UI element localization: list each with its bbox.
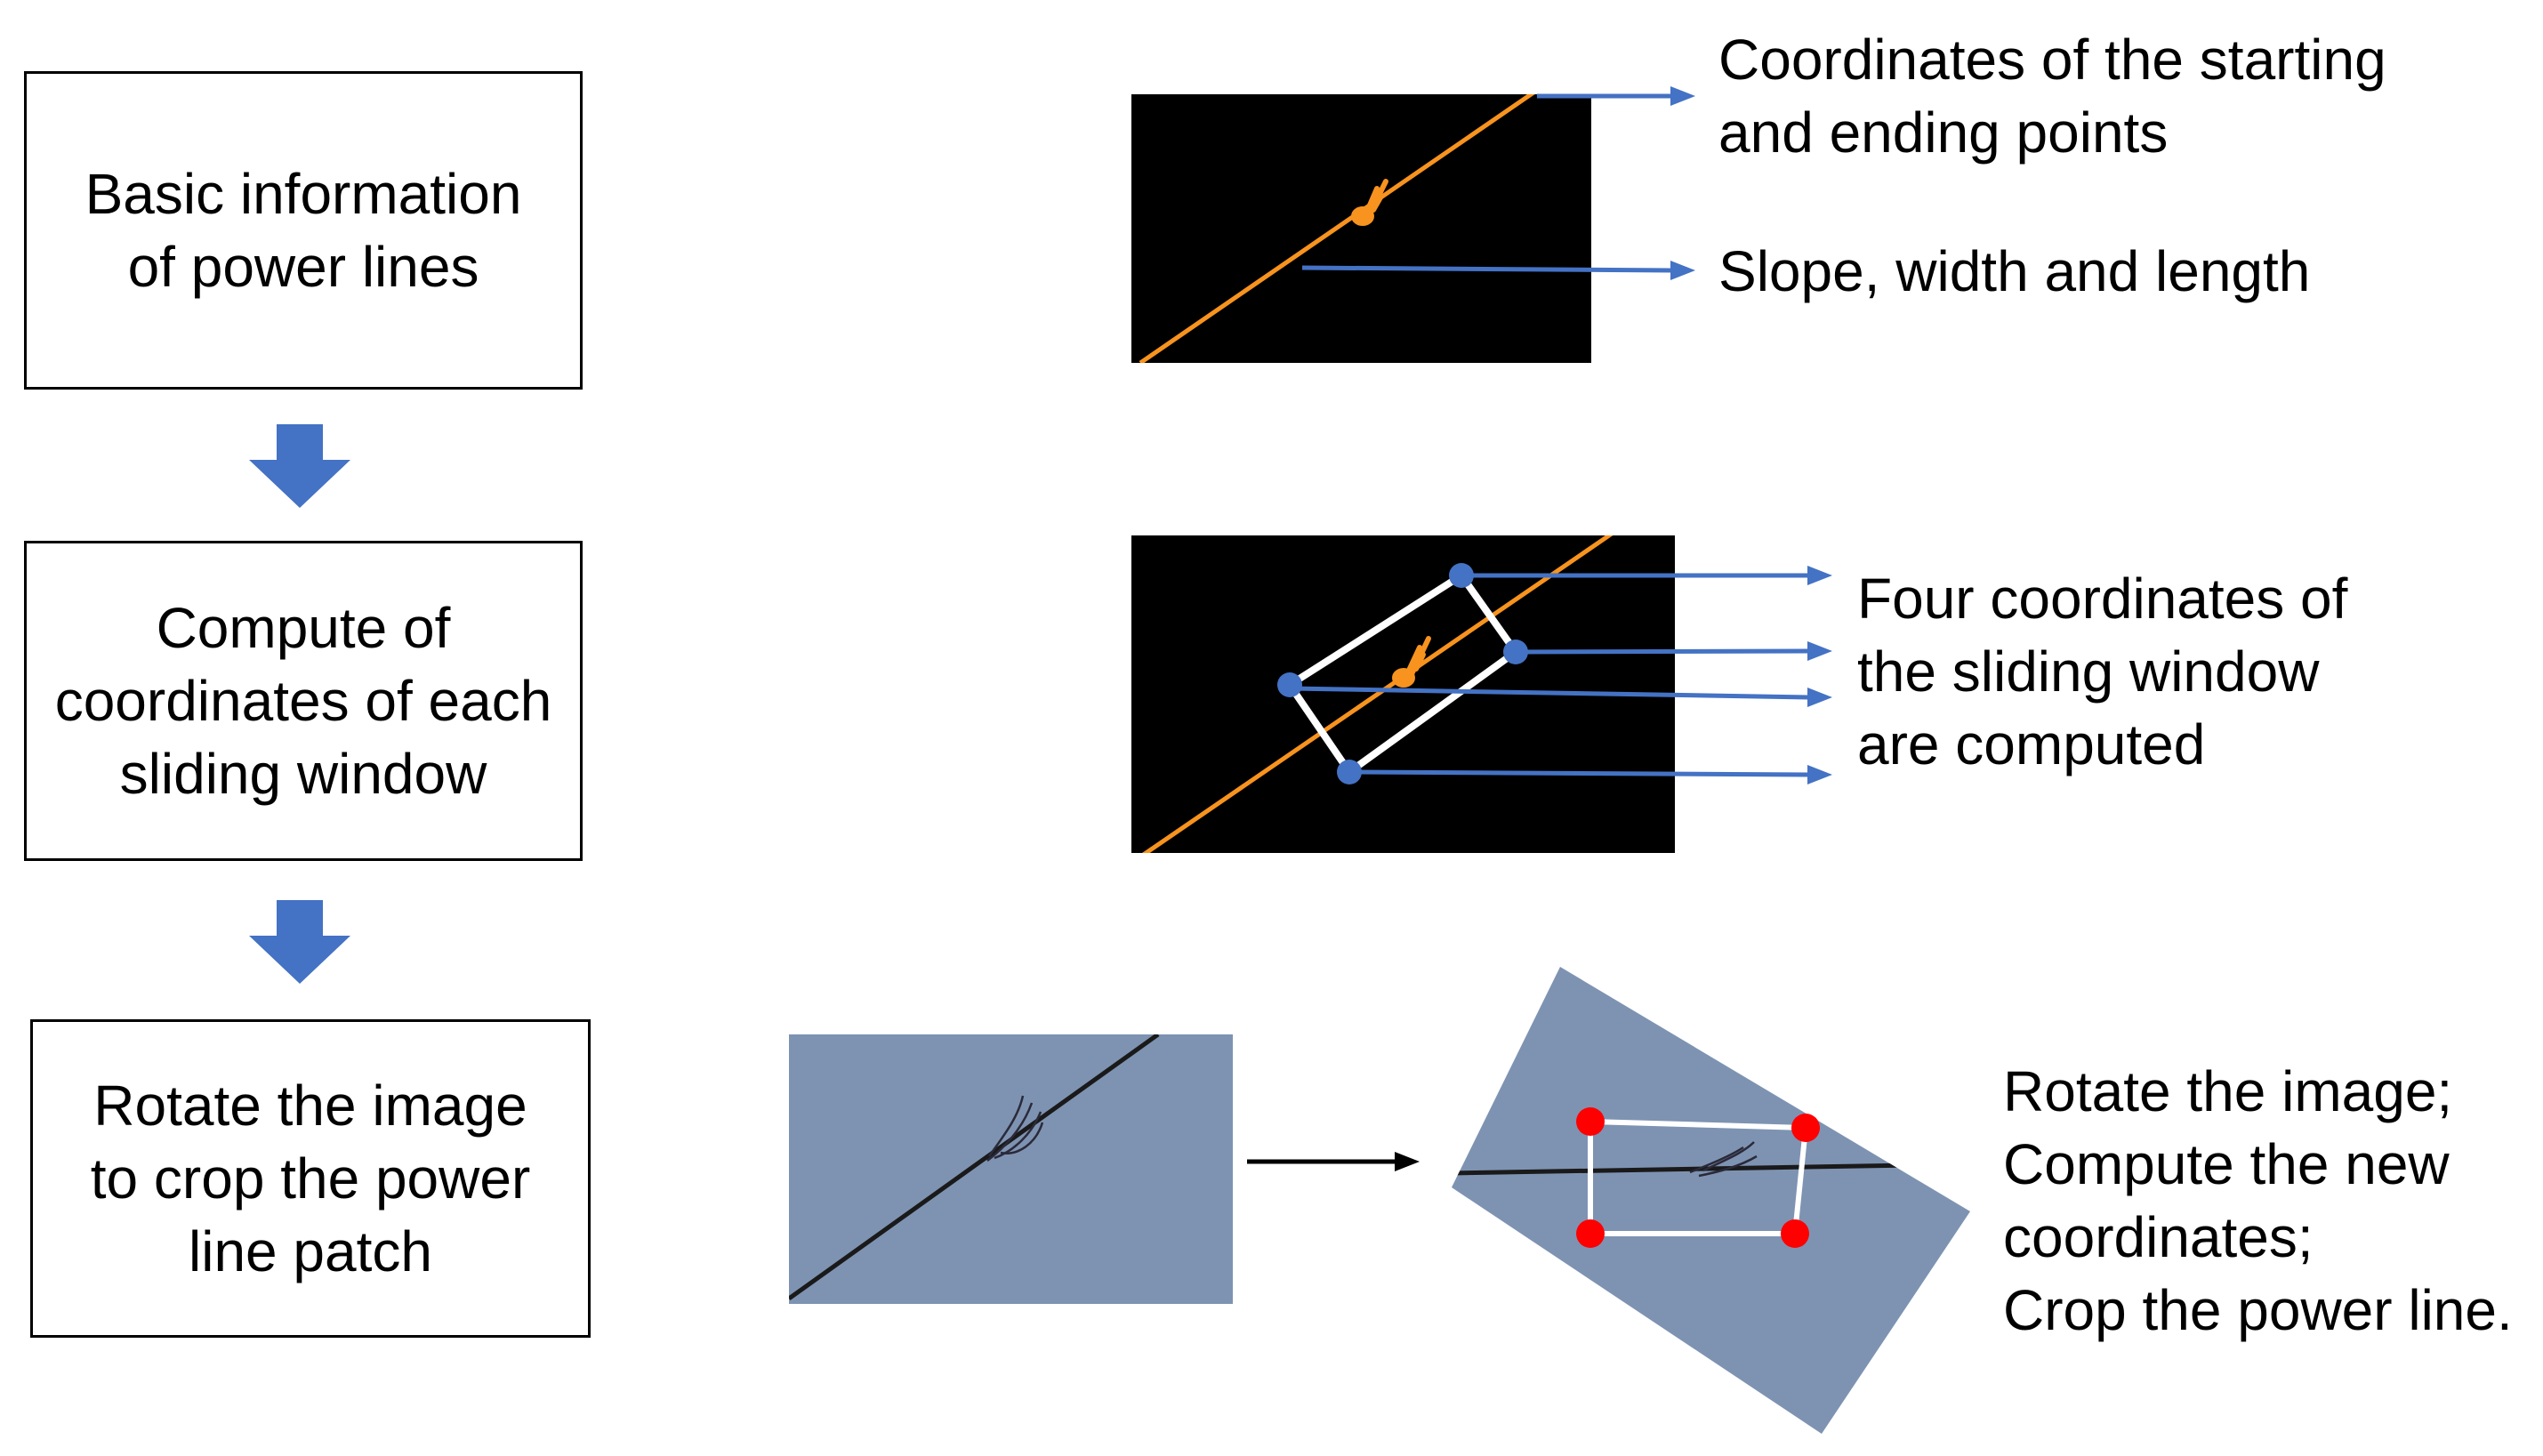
mask-image-top: [1131, 94, 1591, 363]
annotation-line: Coordinates of the starting: [1718, 28, 2386, 92]
original-image: [789, 1034, 1233, 1304]
power-line: [1139, 94, 1535, 363]
annotation-line: Crop the power line.: [2003, 1278, 2513, 1342]
crop-corner-marker: [1781, 1219, 1809, 1248]
power-line: [1141, 535, 1614, 853]
step-text-line: Compute of: [156, 596, 451, 660]
power-line: [1452, 1162, 1913, 1176]
crop-corner-marker: [1791, 1114, 1820, 1142]
step-box-basic-info-text: Basic information of power lines: [68, 157, 540, 303]
annotation-line: coordinates;: [2003, 1205, 2314, 1269]
annotation-line: and ending points: [1718, 101, 2169, 165]
crop-corner-marker: [1576, 1107, 1605, 1136]
rotated-image: [1452, 967, 1970, 1434]
foreign-object-icon: [1689, 1141, 1758, 1178]
annotation-line: Rotate the image;: [2003, 1059, 2453, 1123]
step-box-rotate-crop-text: Rotate the image to crop the power line …: [73, 1069, 549, 1288]
annotation-line: Slope, width and length: [1718, 239, 2311, 303]
step-text-line: of power lines: [127, 235, 479, 299]
annotation-line: Four coordinates of: [1857, 567, 2348, 631]
foreign-object-icon: [1351, 179, 1388, 226]
down-arrow-icon: [249, 424, 350, 508]
sky-background: [789, 1034, 1233, 1304]
annotation-sliding-window: Four coordinates of the sliding window a…: [1857, 562, 2347, 781]
step-text-line: Rotate the image: [93, 1074, 527, 1138]
rotated-sky: [1452, 967, 1970, 1434]
right-arrow-icon: [1461, 566, 1832, 585]
foreign-object-icon: [1392, 636, 1431, 688]
annotation-line: Compute the new: [2003, 1132, 2450, 1196]
window-corner-marker: [1277, 672, 1302, 697]
right-arrow-icon: [1348, 765, 1832, 784]
step-text-line: sliding window: [119, 742, 487, 806]
crop-corner-marker: [1576, 1219, 1605, 1248]
right-arrow-icon: [1301, 261, 1695, 280]
step-box-compute-coordinates-text: Compute of coordinates of each sliding w…: [37, 591, 570, 810]
step-text-line: coordinates of each: [54, 669, 552, 733]
step-text-line: line patch: [189, 1219, 432, 1283]
power-line: [789, 1034, 1160, 1301]
step-text-line: to crop the power: [90, 1146, 531, 1211]
right-arrow-icon: [1289, 686, 1832, 707]
step-text-line: Basic information: [84, 162, 522, 226]
annotation-rotate: Rotate the image; Compute the new coordi…: [2003, 1055, 2513, 1347]
right-arrow-icon: [1247, 1152, 1420, 1171]
right-arrow-icon: [1537, 86, 1695, 106]
right-arrow-icon: [1515, 641, 1832, 661]
annotation-slope: Slope, width and length: [1718, 235, 2310, 308]
down-arrow-icon: [249, 900, 350, 984]
step-box-basic-info: Basic information of power lines: [24, 71, 583, 390]
foreign-object-icon: [986, 1095, 1044, 1162]
annotation-line: the sliding window: [1857, 640, 2320, 704]
step-box-compute-coordinates: Compute of coordinates of each sliding w…: [24, 541, 583, 861]
annotation-line: are computed: [1857, 712, 2206, 776]
annotation-endpoints: Coordinates of the starting and ending p…: [1718, 23, 2386, 169]
step-box-rotate-crop: Rotate the image to crop the power line …: [30, 1019, 591, 1338]
